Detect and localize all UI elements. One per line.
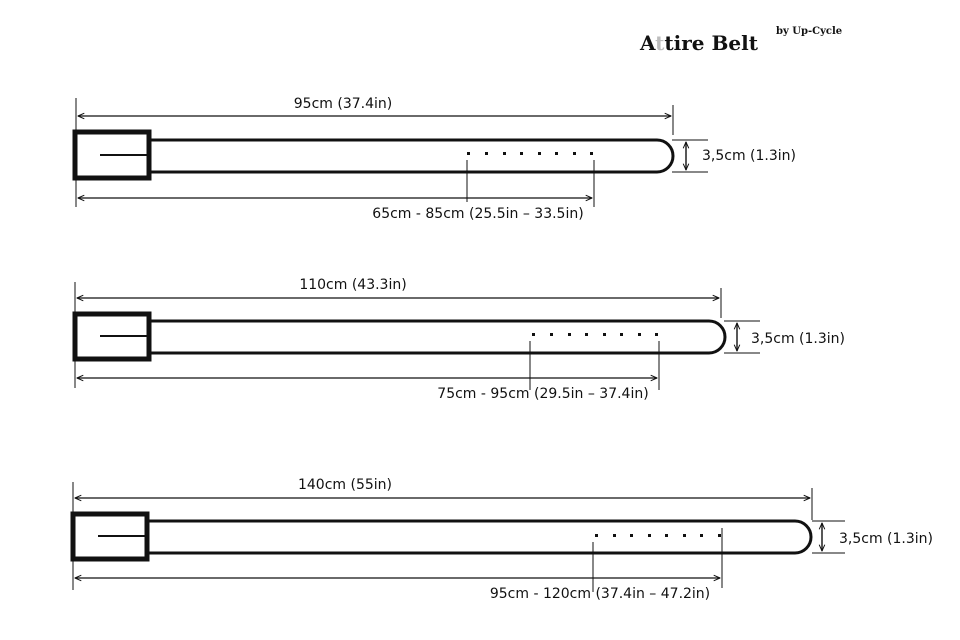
belt-1-holes	[467, 152, 593, 155]
brand-title-first: A	[639, 31, 656, 55]
belt-2-hole	[568, 333, 571, 336]
belt-1-hole	[555, 152, 558, 155]
belt-1-adjust-range-label: 65cm - 85cm (25.5in – 33.5in)	[372, 206, 583, 222]
belt-2-hole	[585, 333, 588, 336]
belt-2: 110cm (43.3in) 75cm - 95cm (29.5in – 37.…	[72, 277, 845, 402]
belt-3-hole	[648, 534, 651, 537]
belt-3-hole	[700, 534, 703, 537]
belt-2-hole	[655, 333, 658, 336]
belt-1-hole	[485, 152, 488, 155]
belt-1-strap	[150, 138, 675, 174]
belt-3-strap	[148, 519, 813, 555]
belt-3-holes	[595, 534, 721, 537]
belt-1-hole	[520, 152, 523, 155]
belt-1-total-length-label: 95cm (37.4in)	[294, 96, 392, 112]
belt-2-width-label: 3,5cm (1.3in)	[751, 331, 845, 347]
brand-byline: by Up-Cycle	[776, 26, 842, 37]
belt-3-hole	[718, 534, 721, 537]
belt-2-hole	[620, 333, 623, 336]
belt-3-total-length-label: 140cm (55in)	[298, 477, 392, 493]
brand-title-rest: tire Belt	[664, 31, 758, 55]
belt-1-hole	[538, 152, 541, 155]
belt-2-hole	[638, 333, 641, 336]
belt-2-hole	[603, 333, 606, 336]
brand-title-highlight: t	[655, 31, 665, 55]
belt-1-hole	[573, 152, 576, 155]
belt-3-hole	[613, 534, 616, 537]
belt-3-hole	[630, 534, 633, 537]
belt-2-hole	[532, 333, 535, 336]
belt-3-adjust-range-label: 95cm - 120cm (37.4in – 47.2in)	[490, 586, 710, 602]
belt-3-hole	[683, 534, 686, 537]
belt-1-hole	[503, 152, 506, 155]
belt-2-adjust-range-label: 75cm - 95cm (29.5in – 37.4in)	[437, 386, 648, 402]
belt-1-width-label: 3,5cm (1.3in)	[702, 148, 796, 164]
belt-1: 95cm (37.4in) 65cm - 85cm (25.5in – 33.5…	[72, 96, 796, 222]
belt-1-hole	[467, 152, 470, 155]
belt-3-width-label: 3,5cm (1.3in)	[839, 531, 933, 547]
belt-2-hole	[550, 333, 553, 336]
belt-3-hole	[665, 534, 668, 537]
belt-3: 140cm (55in) 95cm - 120cm (37.4in – 47.2…	[70, 477, 933, 602]
belt-1-hole	[590, 152, 593, 155]
brand-logo: Attire Belt by Up-Cycle	[639, 26, 842, 55]
belt-2-total-length-label: 110cm (43.3in)	[299, 277, 406, 293]
brand-title: Attire Belt	[639, 31, 759, 55]
belt-3-hole	[595, 534, 598, 537]
belt-2-holes	[532, 333, 658, 336]
belt-2-strap	[150, 319, 727, 355]
